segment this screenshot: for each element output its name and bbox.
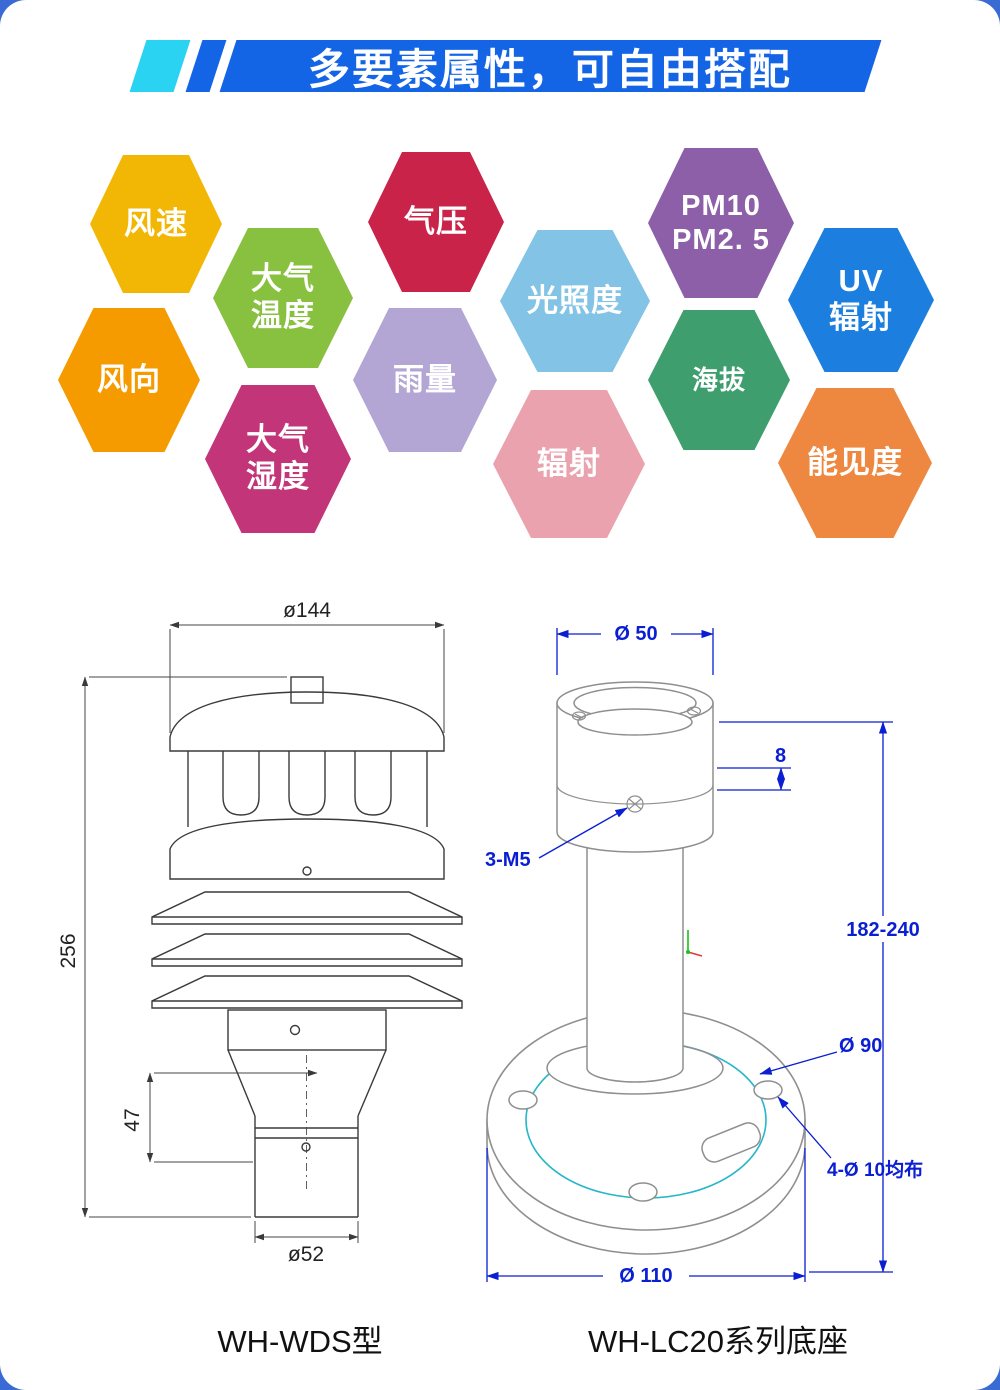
dim-offset: 8 [775, 745, 786, 767]
axis-marker [686, 930, 703, 957]
hex-label: 风速 [124, 205, 188, 241]
dimension-labels: Ø 50 8 3-M5 182-240 Ø 90 4-Ø 10均布 Ø 110 [485, 620, 925, 1288]
hex-wind-speed: 风速 [90, 155, 222, 293]
hex-label: 光照度 [527, 282, 623, 318]
dim-holes: 4-Ø 10均布 [827, 1158, 923, 1181]
dim-top-diameter: Ø 50 [614, 623, 657, 645]
dimension-labels: ø144 256 47 ø52 [57, 599, 331, 1266]
decorative-stripe-cyan [129, 40, 191, 92]
dim-bottom-diameter: ø52 [288, 1243, 324, 1266]
hex-label: PM2. 5 [672, 224, 770, 256]
hex-label: 海拔 [691, 364, 746, 395]
hex-label: 温度 [251, 298, 315, 333]
hex-label: 大气 [246, 422, 310, 458]
hex-altitude: 海拔 [648, 310, 790, 450]
hex-illuminance: 光照度 [500, 230, 650, 372]
dim-bolt-circle: Ø 90 [839, 1035, 882, 1057]
sensor-outline [151, 676, 463, 1218]
hex-rainfall: 雨量 [353, 308, 497, 452]
caption-wds: WH-WDS型 [217, 1324, 383, 1359]
hex-label: 能见度 [807, 444, 903, 480]
decorative-stripe-blue [185, 40, 227, 92]
dim-thread: 3-M5 [485, 849, 531, 871]
hex-air-pressure: 气压 [368, 152, 504, 292]
hex-label: 大气 [251, 261, 315, 297]
wds-diagram: ø144 256 47 ø52 [57, 599, 463, 1266]
hex-air-humidity: 大气湿度 [205, 385, 351, 533]
hex-label: 湿度 [246, 459, 310, 494]
dim-top-diameter: ø144 [283, 599, 331, 622]
hex-label: 辐射 [537, 445, 601, 481]
hex-air-temperature: 大气温度 [213, 228, 353, 368]
base-body [508, 681, 783, 1202]
dimension-lines [486, 628, 893, 1282]
caption-lc20: WH-LC20系列底座 [587, 1324, 849, 1359]
title-banner: 多要素属性，可自由搭配 [219, 40, 882, 93]
hex-label: 气压 [404, 203, 468, 239]
lc20-diagram: Ø 50 8 3-M5 182-240 Ø 90 4-Ø 10均布 Ø 110 [485, 620, 925, 1288]
dim-height: 256 [57, 933, 80, 968]
hex-wind-direction: 风向 [58, 308, 200, 452]
base-details [556, 706, 714, 813]
dim-lower-height: 47 [121, 1108, 144, 1131]
hex-label: UV [838, 263, 884, 299]
hex-visibility: 能见度 [778, 388, 932, 538]
dim-height-range: 182-240 [846, 919, 919, 941]
hex-label: 雨量 [393, 361, 457, 397]
dim-base-diameter: Ø 110 [619, 1265, 672, 1287]
hex-label: 辐射 [829, 300, 893, 335]
hex-label: PM10 [681, 189, 761, 222]
hex-radiation: 辐射 [493, 390, 645, 538]
dimension-lines [81, 621, 445, 1243]
page-title: 多要素属性，可自由搭配 [308, 45, 793, 93]
hex-label: 风向 [97, 361, 161, 397]
